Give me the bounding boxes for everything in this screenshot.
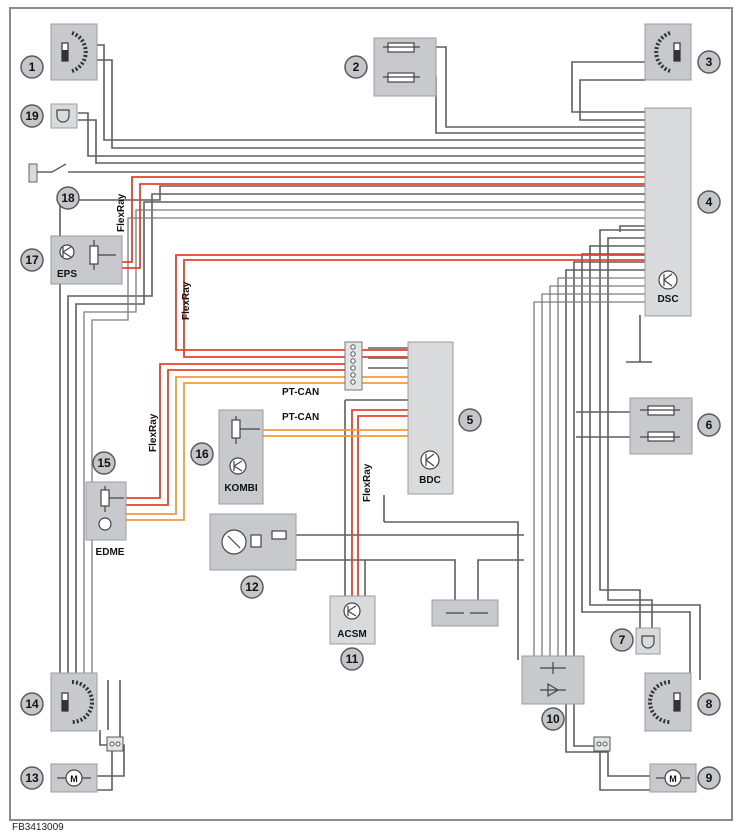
svg-text:10: 10: [546, 712, 560, 726]
dsc-label: DSC: [657, 294, 678, 305]
flexray-label-edme: FlexRay: [148, 413, 159, 452]
dsc-control-unit: DSC: [644, 107, 692, 317]
transistor-icon: [98, 517, 112, 531]
svg-text:19: 19: [25, 109, 39, 123]
kombi-control-unit: KOMBI: [218, 409, 264, 505]
transistor-icon: [343, 602, 361, 620]
callout-4: 4: [697, 190, 721, 214]
ground-block: [431, 599, 499, 627]
svg-text:14: 14: [25, 697, 39, 711]
transistor-icon: [658, 270, 678, 290]
sensor-ring-icon: [71, 31, 88, 73]
svg-text:9: 9: [706, 771, 713, 785]
bus-connector: [344, 341, 363, 391]
svg-text:16: 16: [195, 447, 209, 461]
wheel-speed-sensor-front-right: [644, 23, 692, 81]
callout-1: 1: [20, 55, 44, 79]
ptcan-label-2: PT-CAN: [282, 412, 319, 423]
flexray-bus: [122, 176, 680, 596]
svg-text:2: 2: [353, 60, 360, 74]
kombi-label: KOMBI: [224, 483, 258, 494]
callout-15: 15: [92, 451, 116, 475]
bdc-control-unit: BDC: [407, 341, 454, 495]
svg-text:7: 7: [619, 633, 626, 647]
svg-text:15: 15: [97, 456, 111, 470]
callout-5: 5: [458, 408, 482, 432]
svg-text:5: 5: [467, 413, 474, 427]
svg-text:1: 1: [29, 60, 36, 74]
ptcan-label-1: PT-CAN: [282, 387, 319, 398]
wheel-speed-sensor-rear-right: [644, 672, 692, 732]
callout-2: 2: [344, 55, 368, 79]
svg-text:4: 4: [706, 195, 713, 209]
transistor-icon: [59, 244, 75, 260]
motor-symbol: M: [669, 774, 677, 784]
diagram-frame: [9, 7, 733, 821]
transistor-icon: [229, 457, 247, 475]
motor-symbol: M: [70, 774, 78, 784]
fuse-box-top: [373, 37, 437, 97]
edme-label: EDME: [96, 547, 125, 558]
component-12: [209, 513, 297, 571]
svg-text:18: 18: [61, 191, 75, 205]
wheel-speed-sensor-rear-left: [50, 672, 98, 732]
bdc-label: BDC: [419, 475, 441, 486]
flexray-label-acsm: FlexRay: [362, 463, 373, 502]
callout-14: 14: [20, 692, 44, 716]
callout-16: 16: [190, 442, 214, 466]
callout-13: 13: [20, 766, 44, 790]
flexray-label-eps: FlexRay: [116, 193, 127, 232]
wheel-speed-sensor-front-left: [50, 23, 98, 81]
eps-label: EPS: [57, 269, 77, 280]
callout-9: 9: [697, 766, 721, 790]
svg-text:11: 11: [346, 652, 359, 666]
callout-17: 17: [20, 248, 44, 272]
motor-connector-right: [593, 736, 611, 752]
flexray-label-dsc: FlexRay: [181, 281, 192, 320]
brake-light-switch: [50, 103, 78, 129]
brake-motor-left: M: [50, 763, 98, 793]
motor-connector-left: [106, 736, 124, 752]
svg-text:3: 3: [706, 55, 713, 69]
callout-18: 18: [56, 186, 80, 210]
sensor-ring-icon: [654, 31, 671, 73]
brake-motor-right: M: [649, 763, 697, 793]
svg-text:12: 12: [245, 580, 259, 594]
svg-text:17: 17: [25, 253, 39, 267]
fuse-box-right: [629, 397, 693, 455]
eps-control-unit: EPS: [50, 235, 123, 285]
callout-19: 19: [20, 104, 44, 128]
svg-text:13: 13: [25, 771, 39, 785]
callout-10: 10: [541, 707, 565, 731]
callout-3: 3: [697, 50, 721, 74]
edme-control-unit: EDME: [85, 481, 127, 558]
callout-12: 12: [240, 575, 264, 599]
parking-brake-switch: [521, 655, 585, 705]
acsm-control-unit: ACSM: [329, 595, 376, 645]
transistor-icon: [420, 450, 440, 470]
sensor-7: [635, 627, 661, 655]
svg-text:6: 6: [706, 418, 713, 432]
callout-7: 7: [610, 628, 634, 652]
callout-8: 8: [697, 692, 721, 716]
svg-text:8: 8: [706, 697, 713, 711]
switch-18: [28, 163, 90, 183]
callout-6: 6: [697, 413, 721, 437]
figure-id: FB3413009: [12, 822, 64, 833]
callout-11: 11: [340, 647, 364, 671]
acsm-label: ACSM: [337, 629, 366, 640]
